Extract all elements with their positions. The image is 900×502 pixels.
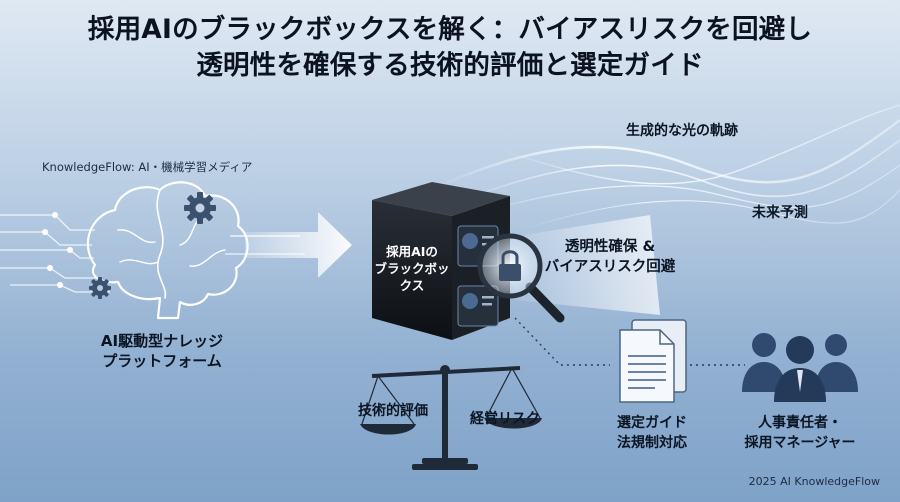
source-label: KnowledgeFlow: AI・機械学習メディア — [42, 160, 253, 174]
title-block: 採用AIのブラックボックスを解く：バイアスリスクを回避し 透明性を確保する技術的… — [0, 12, 900, 84]
balance-scale-icon — [360, 365, 542, 470]
black-box-label: 採用AIの ブラックボッ クス — [374, 243, 450, 294]
guide-label-line-2: 法規制対応 — [617, 435, 687, 451]
gear-icon — [184, 192, 216, 224]
future-prediction-label: 未来予測 — [752, 205, 808, 221]
flow-arrow-icon — [225, 212, 352, 278]
black-box-label-line-1: 採用AIの — [386, 244, 438, 259]
people-group-icon — [742, 333, 858, 402]
platform-label: AI駆動型ナレッジ プラットフォーム — [72, 331, 252, 371]
light-trail-label: 生成的な光の軌跡 — [626, 123, 738, 139]
mgmt-risk-label: 経営リスク — [470, 411, 540, 427]
black-box-label-line-2: ブラックボッ — [374, 261, 450, 276]
hr-label-line-1: 人事責任者・ — [758, 415, 842, 431]
guide-label: 選定ガイド 法規制対応 — [592, 413, 712, 453]
platform-label-line-2: プラットフォーム — [102, 352, 222, 370]
transparency-label-line-2: バイアスリスク回避 — [544, 259, 676, 275]
light-trail-waves — [429, 104, 900, 231]
hr-label: 人事責任者・ 採用マネージャー — [730, 413, 870, 453]
gear-small-icon — [89, 277, 111, 299]
transparency-label-line-1: 透明性確保 & — [564, 239, 656, 255]
black-box-label-line-3: クス — [399, 278, 425, 293]
circuit-lines-icon — [0, 211, 110, 293]
guide-label-line-1: 選定ガイド — [617, 415, 687, 431]
title-line-2: 透明性を確保する技術的評価と選定ガイド — [196, 50, 704, 81]
tech-eval-label: 技術的評価 — [358, 403, 428, 419]
platform-label-line-1: AI駆動型ナレッジ — [100, 332, 224, 350]
light-beam — [505, 215, 660, 315]
hr-label-line-2: 採用マネージャー — [744, 435, 856, 451]
magnifier-lock-icon — [477, 233, 565, 323]
footer-copyright: 2025 AI KnowledgeFlow — [748, 475, 880, 488]
title-line-1: 採用AIのブラックボックスを解く：バイアスリスクを回避し — [87, 14, 813, 45]
document-icon — [619, 319, 687, 403]
brain-icon — [86, 181, 249, 320]
transparency-label: 透明性確保 & バイアスリスク回避 — [540, 237, 680, 277]
